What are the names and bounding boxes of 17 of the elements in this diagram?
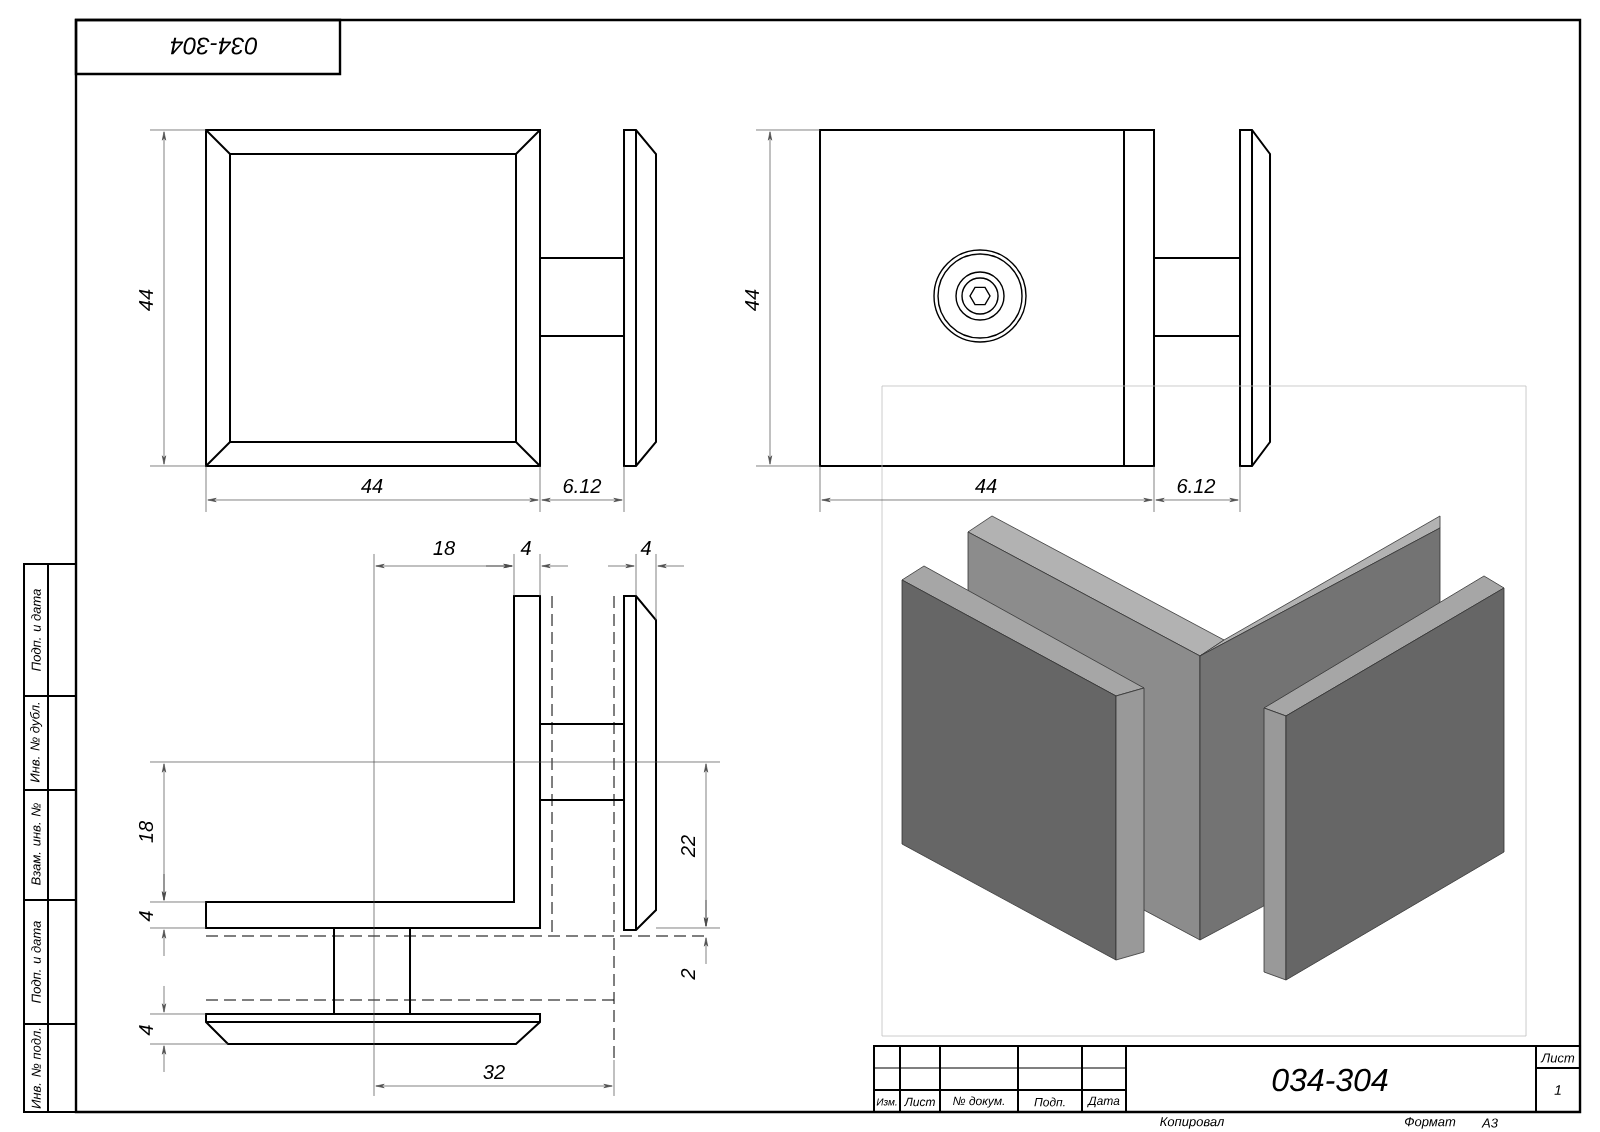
dimension-value: 18 <box>433 540 455 556</box>
dimension-value: 44 <box>745 289 759 311</box>
dimension-value: 4 <box>640 541 651 555</box>
dimension-value: 22 <box>681 835 695 858</box>
dimension-value: 6.12 <box>563 478 602 494</box>
dimension-value: 44 <box>139 289 153 311</box>
dimension-value: 2 <box>681 968 695 980</box>
drawing-number: 034-304 <box>1272 1068 1388 1092</box>
dimension-value: 18 <box>138 821 154 843</box>
dimension-value: 44 <box>361 479 383 493</box>
dimension-value: 32 <box>483 1064 505 1080</box>
dimension-value: 4 <box>139 911 153 922</box>
dimension-value: 6.12 <box>1177 478 1216 494</box>
dimension-value: 4 <box>139 1025 153 1036</box>
dimension-value: 4 <box>520 541 531 555</box>
drawing-number: 034-304 <box>170 37 257 55</box>
dimension-value: 44 <box>975 479 997 493</box>
